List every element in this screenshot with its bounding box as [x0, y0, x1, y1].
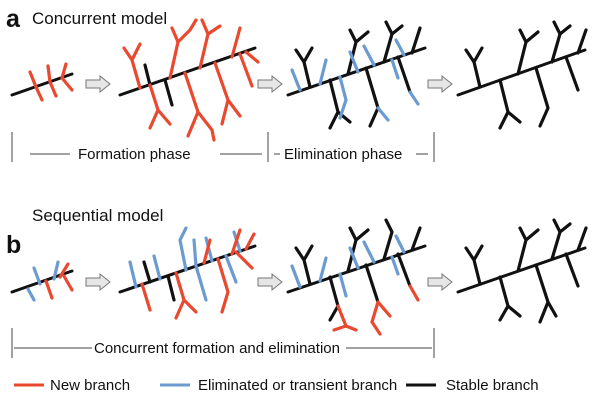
concurrent-phase-label: Concurrent formation and elimination: [94, 340, 340, 357]
panel-b-title: Sequential model: [32, 206, 163, 225]
arrow-icon: [257, 74, 283, 94]
panel-b-letter: b: [6, 231, 21, 259]
legend-label-new: New branch: [50, 377, 130, 394]
arrow-icon: [85, 74, 111, 94]
panel-a-tree-4: [456, 20, 588, 130]
panel-b-tree-1: [10, 260, 74, 302]
panel-b-tree-4: [456, 218, 588, 324]
panel-a-tree-2: [118, 18, 260, 142]
legend-label-eliminated: Eliminated or transient branch: [198, 377, 397, 394]
arrow-icon: [427, 74, 453, 94]
arrow-icon: [257, 272, 283, 292]
formation-phase-label: Formation phase: [78, 146, 191, 163]
elimination-phase-label: Elimination phase: [284, 146, 402, 163]
arrow-icon: [427, 272, 453, 292]
arrow-icon: [85, 272, 111, 292]
legend-label-stable: Stable branch: [446, 377, 539, 394]
panel-a-letter: a: [6, 5, 21, 33]
panel-a-tree-3: [286, 20, 427, 130]
panel-b-tree-3: [286, 218, 427, 336]
panel-a-title: Concurrent model: [32, 9, 167, 28]
legend: New branch Eliminated or transient branc…: [14, 377, 539, 394]
panel-b-tree-2: [118, 226, 257, 320]
panel-a-tree-1: [10, 62, 74, 102]
